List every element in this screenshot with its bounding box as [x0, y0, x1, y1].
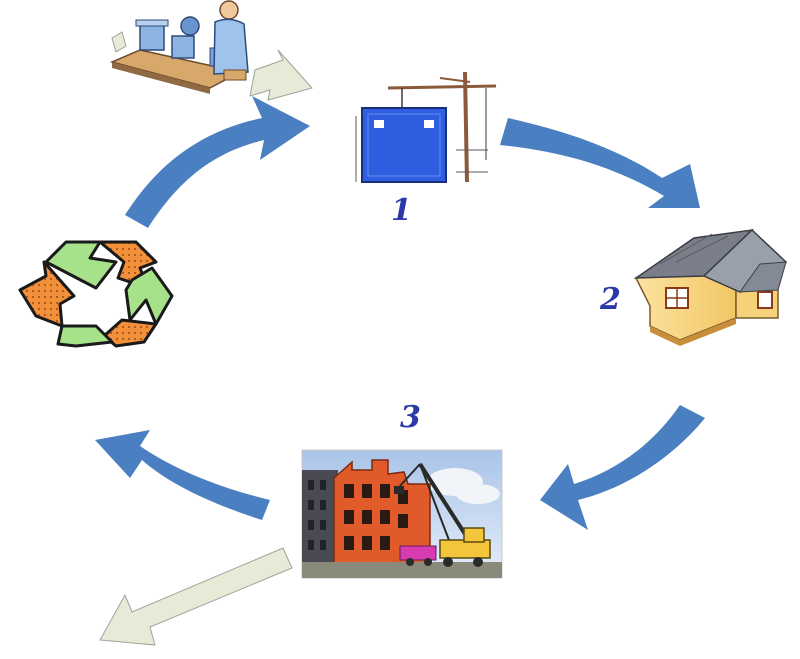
step-label-use: 2: [600, 282, 621, 317]
arrow-construction-to-use: [500, 118, 700, 208]
arrow-demolition-to-recycling: [95, 430, 270, 520]
factory-worker-icon: [109, 0, 249, 94]
arrow-into-manufacturing: [111, 31, 313, 101]
demolition-site-icon: [301, 449, 503, 579]
house-icon: [633, 228, 788, 346]
arrow-manufacturing-to-construction: [125, 96, 310, 228]
arrow-outflow-waste: [99, 547, 293, 646]
arrow-use-to-demolition: [540, 405, 705, 530]
step-label-demolition: 3: [400, 400, 421, 435]
crane-building-icon: [355, 71, 497, 183]
recycle-icon: [18, 240, 174, 348]
step-label-construction: 1: [391, 193, 412, 228]
